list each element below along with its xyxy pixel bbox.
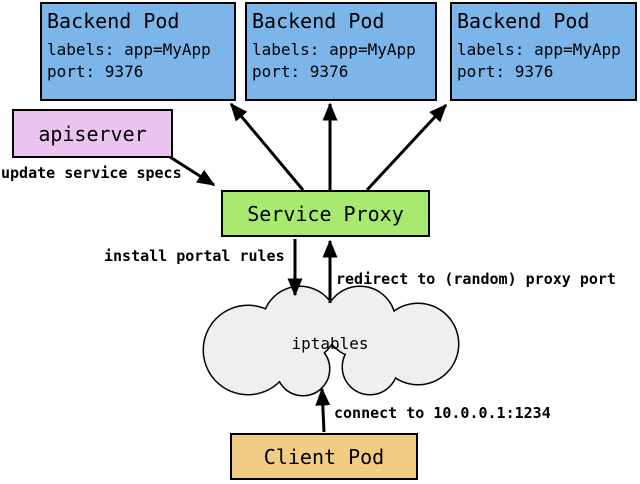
backend-pod-labels: labels: app=MyApp (47, 40, 211, 59)
backend-pod-1: Backend Pod labels: app=MyApp port: 9376 (40, 2, 236, 101)
client-pod-node: Client Pod (230, 433, 418, 480)
apiserver-label: apiserver (38, 121, 147, 146)
iptables-cloud (202, 285, 460, 397)
backend-pod-labels: labels: app=MyApp (457, 40, 621, 59)
backend-pod-2: Backend Pod labels: app=MyApp port: 9376 (245, 2, 437, 101)
edge-label-redirect-to-proxy-port: redirect to (random) proxy port (336, 270, 616, 288)
service-proxy-label: Service Proxy (247, 201, 404, 226)
iptables-label: iptables (291, 334, 369, 353)
edge-service-proxy-to-backend-pod-1 (229, 102, 305, 191)
backend-pod-port: port: 9376 (47, 62, 144, 81)
backend-pod-title: Backend Pod (252, 9, 385, 33)
edge-label-connect-to-service-ip: connect to 10.0.0.1:1234 (334, 404, 551, 422)
edge-label-install-portal-rules: install portal rules (104, 247, 285, 265)
service-proxy-node: Service Proxy (221, 190, 430, 237)
edge-client-pod-to-iptables (315, 387, 331, 433)
backend-pod-title: Backend Pod (457, 9, 590, 33)
apiserver-node: apiserver (12, 109, 173, 158)
backend-pod-3: Backend Pod labels: app=MyApp port: 9376 (450, 2, 637, 101)
backend-pod-title: Backend Pod (47, 9, 180, 33)
backend-pod-port: port: 9376 (457, 62, 554, 81)
edge-label-update-service-specs: update service specs (1, 164, 182, 182)
backend-pod-labels: labels: app=MyApp (252, 40, 416, 59)
backend-pod-port: port: 9376 (252, 62, 349, 81)
client-pod-label: Client Pod (263, 444, 385, 469)
edge-service-proxy-to-backend-pod-3 (365, 103, 448, 192)
edge-apiserver-to-service-proxy (169, 155, 216, 187)
